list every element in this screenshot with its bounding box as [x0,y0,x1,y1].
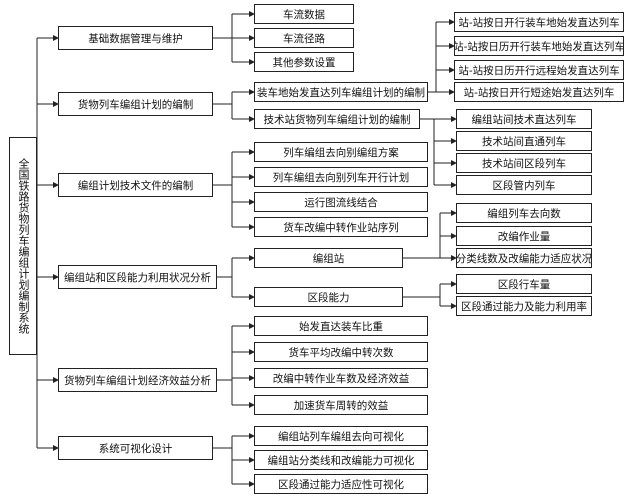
node-doc-3: 运行图流线结合 [254,192,428,212]
node-loading-plan: 装车地始发直达列车编组计划的编制 [254,82,428,102]
node-section-2: 区段通过能力及能力利用率 [456,296,592,316]
node-loading-train-3: 站-站按日历开行远程始发直达列车 [454,60,624,80]
node-car-flow-route: 车流径路 [254,28,354,48]
node-techstation-plan: 技术站货物列车编组计划的编制 [254,109,420,129]
node-yard-3: 分类线数及改编能力适应状况 [456,248,592,268]
node-section-capacity: 区段能力 [254,287,403,307]
node-tech-train-4: 区段管内列车 [456,175,592,195]
node-loading-train-4: 站-站按日开行短途始发直达列车 [454,82,624,102]
node-visual-3: 区段通过能力适应性可视化 [254,474,428,494]
node-doc-4: 货车改编中转作业站序列 [254,217,428,237]
node-doc-1: 列车编组去向别编组方案 [254,142,428,162]
node-other-params: 其他参数设置 [254,52,354,72]
node-basic-data: 基础数据管理与维护 [58,26,213,50]
node-car-flow-data: 车流数据 [254,4,354,24]
node-loading-train-2: 站-站按日历开行装车地始发直达列车 [454,36,624,56]
node-section-1: 区段行车量 [456,274,592,294]
node-visual-2: 编组站分类线和改编能力可视化 [254,450,428,470]
node-doc-2: 列车编组去向别列车开行计划 [254,167,428,187]
node-economic-analysis: 货物列车编组计划经济效益分析 [58,368,217,392]
node-tech-train-3: 技术站间区段列车 [456,153,592,173]
node-econ-2: 货车平均改编中转次数 [254,342,428,362]
node-loading-train-1: 站-站按日开行装车地始发直达列车 [454,12,624,32]
root-node: 全国铁路货物列车编组计划编制系统 [9,137,37,355]
node-capacity-analysis: 编组站和区段能力利用状况分析 [58,265,217,289]
node-econ-4: 加速货车周转的效益 [254,395,428,415]
node-plan: 货物列车编组计划的编制 [58,92,213,116]
node-visualization: 系统可视化设计 [58,436,213,460]
node-visual-1: 编组站列车编组去向可视化 [254,426,428,446]
node-econ-1: 始发直达装车比重 [254,316,428,336]
node-tech-train-1: 编组站间技术直达列车 [456,109,592,129]
node-tech-docs: 编组计划技术文件的编制 [58,173,213,197]
node-tech-train-2: 技术站间直通列车 [456,131,592,151]
node-econ-3: 改编中转作业车数及经济效益 [254,368,428,388]
node-yard-1: 编组列车去向数 [456,203,592,223]
node-yard-2: 改编作业量 [456,226,592,246]
node-yard: 编组站 [254,248,403,268]
